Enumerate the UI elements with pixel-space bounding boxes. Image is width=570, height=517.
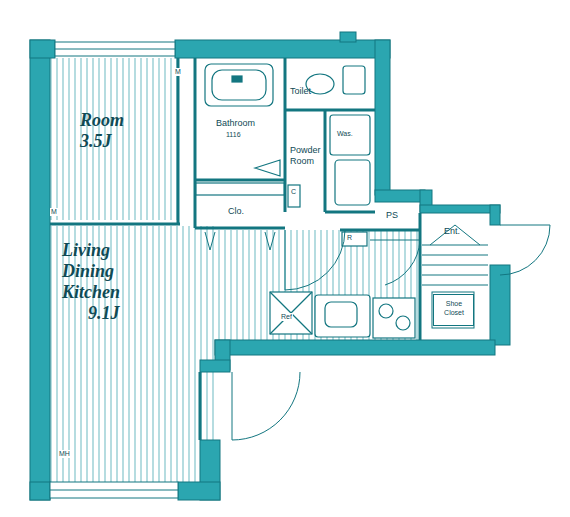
room-floor [50,58,178,220]
room-label: Living Dining Kitchen [62,240,152,303]
entrance-floor [422,225,488,328]
room-region: Living Dining Kitchen9.1J [56,240,198,330]
room-label: Powder Room [290,145,328,167]
symbol-label: C [290,188,297,196]
room-label: Toilet [290,86,330,97]
symbol-label: M [50,208,58,216]
room-region: Bathroom1116 [198,118,285,148]
interior-walls [50,58,420,440]
room-region: Clo. [198,206,285,222]
walls [30,32,510,500]
room-region: Powder Room [288,145,328,175]
room-label: 1116 [216,129,285,140]
symbol-label: M [174,68,182,76]
ldk-floor [50,226,215,482]
door-swings [205,225,550,440]
fixtures [196,64,415,338]
windows [50,42,178,498]
room-label: PS [386,210,412,221]
room-region: Room3.5J [60,110,172,170]
room-label: Room [80,110,172,131]
room-label: 9.1J [62,303,198,324]
symbol-label: Was. [336,130,354,138]
room-label: Ent. [444,226,490,237]
closet-label: Shoe Closet [435,299,473,317]
room-region: PS [380,210,412,224]
room-label: Bathroom [216,118,285,129]
symbol-label: R [346,234,353,242]
symbol-label: Ref [280,313,293,321]
room-region: Toilet [288,86,330,102]
kitchen-floor [215,230,420,340]
room-region: Ent. Shoe Closet [422,216,490,328]
room-region: Shoe Closet [433,294,474,326]
room-label: 3.5J [80,131,172,152]
room-label: Clo. [228,206,285,217]
symbol-label: MH [58,450,71,458]
